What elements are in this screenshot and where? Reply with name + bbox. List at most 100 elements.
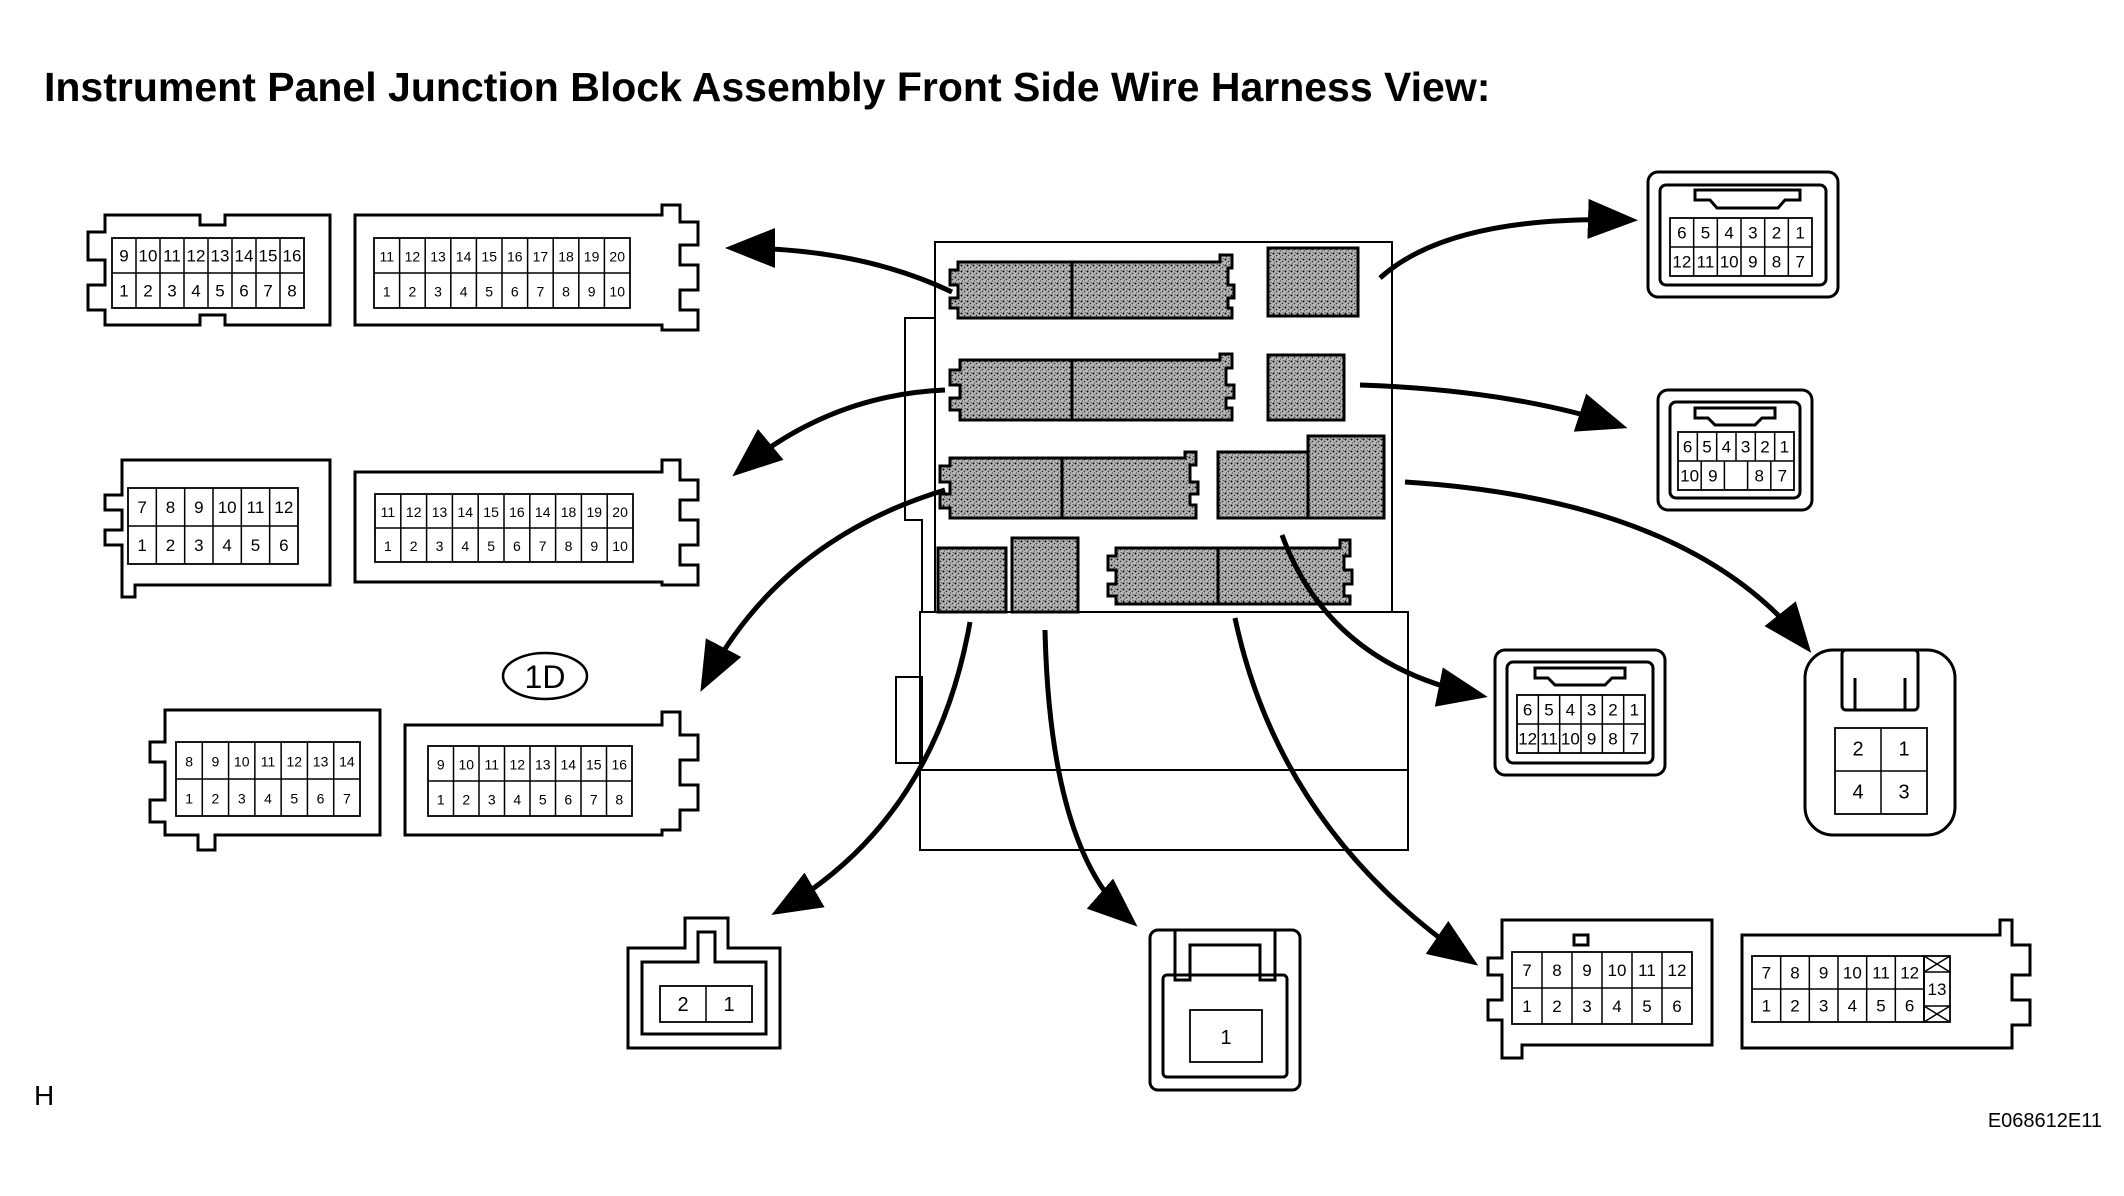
pin-label: 11 bbox=[1872, 964, 1890, 983]
pin-label: 9 bbox=[1708, 467, 1717, 486]
pin-label: 18 bbox=[558, 249, 574, 265]
diagram-title: Instrument Panel Junction Block Assembly… bbox=[44, 64, 1491, 110]
pin-label: 13 bbox=[313, 754, 329, 770]
connector-d2-body bbox=[1148, 928, 1302, 1092]
pin-label: 12 bbox=[1900, 964, 1919, 983]
pin-label: 1 bbox=[437, 792, 445, 808]
pin-label: 12 bbox=[509, 757, 525, 773]
pin-label: 13 bbox=[432, 504, 448, 520]
pin-label: 5 bbox=[1544, 701, 1553, 720]
pin-label: 14 bbox=[456, 249, 472, 265]
pin-label: 1 bbox=[185, 791, 193, 807]
pin-label: 6 bbox=[564, 792, 572, 808]
pin-label: 1 bbox=[1630, 701, 1639, 720]
blocked-cavity-icon bbox=[1923, 955, 1951, 973]
pin-label: 7 bbox=[537, 284, 545, 300]
pin-label: 10 bbox=[609, 284, 625, 300]
pin-label: 9 bbox=[437, 757, 445, 773]
pin-label: 6 bbox=[1523, 701, 1532, 720]
pin-label: 2 bbox=[1852, 739, 1863, 761]
pin-grid-d2: 1 bbox=[1189, 1009, 1263, 1063]
connector-r1-body-inner bbox=[1658, 183, 1828, 287]
pin-label: 4 bbox=[461, 538, 469, 554]
pin-label: 3 bbox=[1819, 997, 1828, 1016]
arrow-right-4 bbox=[1279, 534, 1488, 707]
pin-label: 10 bbox=[139, 247, 158, 266]
pin-label: 4 bbox=[222, 536, 231, 555]
pin-label: 1 bbox=[1898, 739, 1909, 761]
pin-label: 2 bbox=[1552, 997, 1561, 1016]
pin-label: 4 bbox=[1566, 701, 1575, 720]
pin-label: 3 bbox=[434, 284, 442, 300]
pin-label: 7 bbox=[137, 498, 146, 517]
pin-label: 9 bbox=[588, 284, 596, 300]
connector-b-right-body bbox=[353, 458, 700, 587]
pin-label: 5 bbox=[487, 538, 495, 554]
pin-label: 8 bbox=[287, 282, 296, 301]
pin-label: 11 bbox=[1697, 253, 1715, 272]
pin-label: 12 bbox=[405, 249, 421, 265]
socket-g bbox=[1306, 434, 1386, 520]
connector-a-left-body bbox=[86, 213, 332, 327]
pin-label: 6 bbox=[1672, 997, 1681, 1016]
pin-label: 7 bbox=[1522, 961, 1531, 980]
pin-label: 8 bbox=[1608, 730, 1617, 749]
pin-label: 15 bbox=[483, 504, 499, 520]
connector-d3-left-body bbox=[1486, 918, 1714, 1060]
pin-label: 11 bbox=[163, 247, 181, 266]
pin-label: 1 bbox=[137, 536, 146, 555]
pin-grid-d3-side: 13 bbox=[1923, 955, 1951, 1023]
pin-label: 5 bbox=[1702, 438, 1711, 457]
pin-label: 12 bbox=[1668, 961, 1687, 980]
connector-r4-body bbox=[1803, 648, 1957, 837]
pin-label: 7 bbox=[1630, 730, 1639, 749]
pin-label: 16 bbox=[507, 249, 523, 265]
pin-label: 5 bbox=[290, 791, 298, 807]
connector-r3-body bbox=[1493, 648, 1667, 777]
blocked-cavity-icon bbox=[1923, 1005, 1951, 1023]
pin-label: 2 bbox=[166, 536, 175, 555]
pin-label: 3 bbox=[167, 282, 176, 301]
pin-label: 7 bbox=[1795, 253, 1804, 272]
junction-block-body bbox=[904, 241, 1409, 851]
pin-label: 4 bbox=[1848, 997, 1857, 1016]
pin-label: 2 bbox=[1790, 997, 1799, 1016]
pin-label: 16 bbox=[611, 757, 627, 773]
pin-label: 13 bbox=[535, 757, 551, 773]
pin-label: 14 bbox=[235, 247, 254, 266]
arrow-right-3 bbox=[1404, 479, 1812, 653]
connector-tag-oval bbox=[501, 651, 589, 701]
pin-label: 8 bbox=[166, 498, 175, 517]
pin-label: 11 bbox=[381, 504, 396, 520]
pin-label: 9 bbox=[1819, 964, 1828, 983]
pin-label: 12 bbox=[1672, 253, 1691, 272]
pin-label: 6 bbox=[1683, 438, 1692, 457]
connector-d3-right-body bbox=[1740, 918, 2032, 1050]
pin-label: 2 bbox=[410, 538, 418, 554]
socket-a bbox=[948, 253, 1236, 320]
pin-label: 6 bbox=[239, 282, 248, 301]
pin-label: 2 bbox=[462, 792, 470, 808]
pin-label: 3 bbox=[1741, 438, 1750, 457]
connector-outlines bbox=[86, 170, 2032, 1092]
pin-label: 4 bbox=[1722, 438, 1731, 457]
pin-label: 1 bbox=[384, 538, 392, 554]
pin-label: 2 bbox=[409, 284, 417, 300]
pin-label: 5 bbox=[539, 792, 547, 808]
arrow-bottom-2 bbox=[1042, 629, 1138, 927]
pin-label: 12 bbox=[406, 504, 422, 520]
pin-label: 6 bbox=[513, 538, 521, 554]
pin-label: 19 bbox=[584, 249, 600, 265]
pin-label: 9 bbox=[194, 498, 203, 517]
pin-label: 3 bbox=[436, 538, 444, 554]
pin-label: 16 bbox=[283, 247, 302, 266]
pin-label: 10 bbox=[1608, 961, 1627, 980]
connector-b-left-body bbox=[103, 458, 332, 599]
